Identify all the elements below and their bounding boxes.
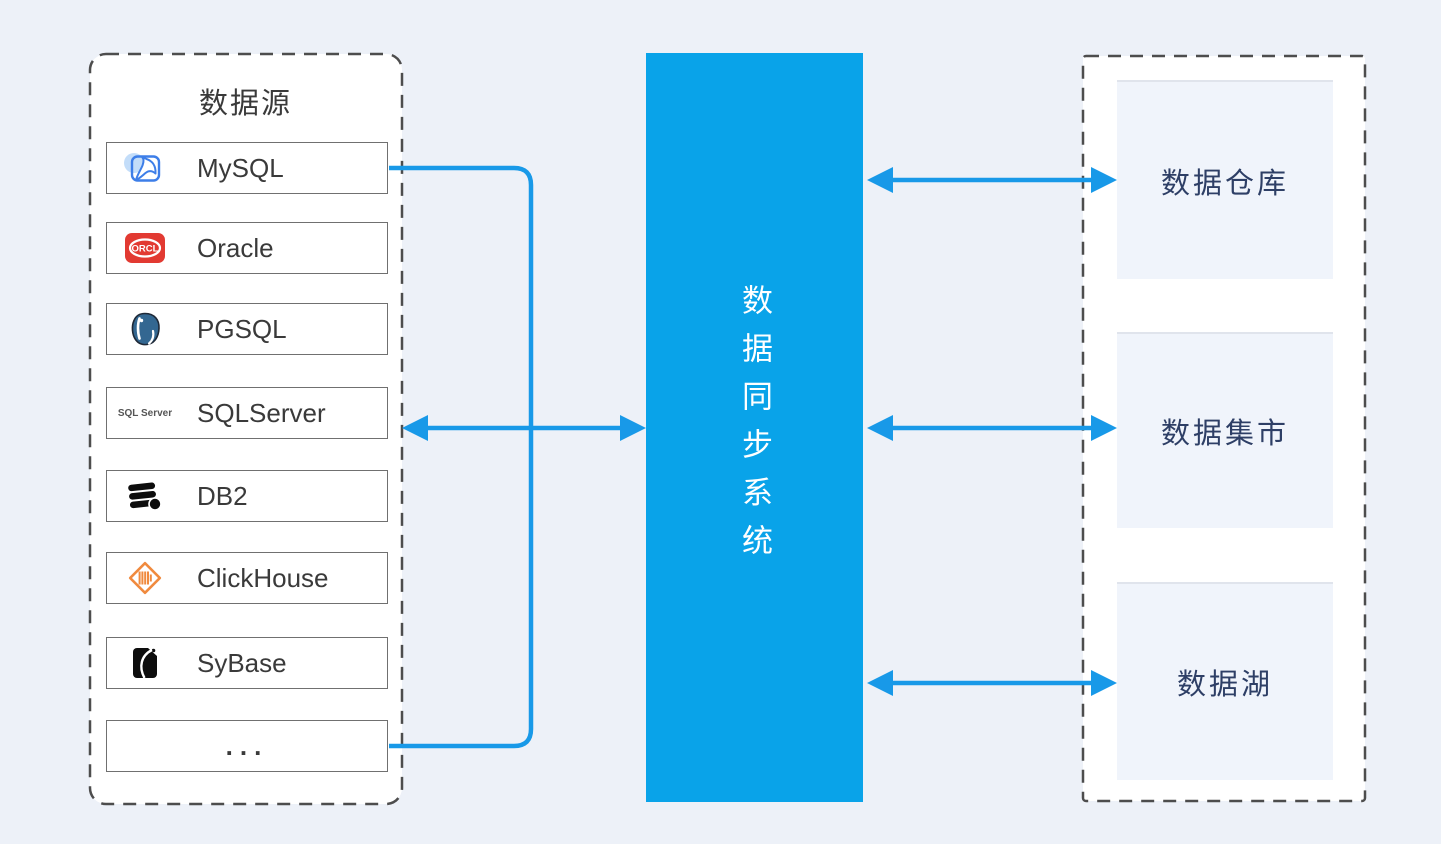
source-item-label: ClickHouse (197, 562, 329, 593)
target-data-warehouse: 数据仓库 (1117, 80, 1333, 279)
arrowhead-right-icon (1091, 415, 1117, 441)
source-item-mysql: MySQL (106, 142, 388, 194)
target-label: 数据集市 (1160, 418, 1289, 450)
arrowhead-right-icon (1091, 167, 1117, 193)
mysql-more-bracket-connector (389, 165, 534, 749)
arrowhead-left-icon (402, 415, 428, 441)
source-item-pgsql: PGSQL (106, 303, 388, 355)
arrowhead-left-icon (867, 670, 893, 696)
data-sources-title: 数据源 (198, 88, 292, 120)
source-item-label: SQLServer (197, 397, 326, 428)
source-item-label: DB2 (197, 480, 248, 511)
oracle-icon-text: ORCL (132, 244, 159, 255)
source-item-label: PGSQL (197, 313, 287, 344)
db2-icon (117, 479, 173, 513)
mysql-icon (117, 150, 173, 186)
source-item-label: Oracle (197, 232, 274, 263)
sqlserver-icon-text: SQL Server (117, 407, 173, 419)
source-item-more: ... (106, 720, 388, 772)
target-label: 数据仓库 (1160, 167, 1289, 200)
source-item-sybase: SyBase (106, 637, 388, 689)
source-item-clickhouse: ClickHouse (106, 552, 388, 604)
source-item-label: MySQL (197, 152, 284, 183)
source-item-label: SyBase (197, 647, 287, 678)
source-item-oracle: ORCL Oracle (106, 222, 388, 274)
clickhouse-icon (117, 559, 173, 597)
sync-system-box: 数据同步系统 (646, 53, 863, 802)
source-item-sqlserver: SQL Server SQLServer (106, 387, 388, 439)
target-data-mart: 数据集市 (1117, 332, 1333, 528)
arrowhead-left-icon (867, 167, 893, 193)
target-label: 数据湖 (1176, 669, 1273, 701)
sync-warehouse-arrow (867, 167, 1117, 193)
target-data-lake: 数据湖 (1117, 582, 1333, 780)
sync-mart-arrow (867, 415, 1117, 441)
arrowhead-left-icon (867, 415, 893, 441)
arrowhead-right-icon (620, 415, 646, 441)
source-item-label: ... (225, 730, 269, 761)
arrowhead-right-icon (1091, 670, 1117, 696)
sybase-icon (117, 646, 173, 680)
source-item-db2: DB2 (106, 470, 388, 522)
pgsql-icon (117, 311, 173, 347)
sync-lake-arrow (867, 670, 1117, 696)
sources-sync-arrow (402, 415, 646, 441)
sync-system-label: 数据同步系统 (737, 283, 772, 572)
oracle-icon: ORCL (117, 231, 173, 265)
sqlserver-icon: SQL Server (117, 408, 173, 419)
